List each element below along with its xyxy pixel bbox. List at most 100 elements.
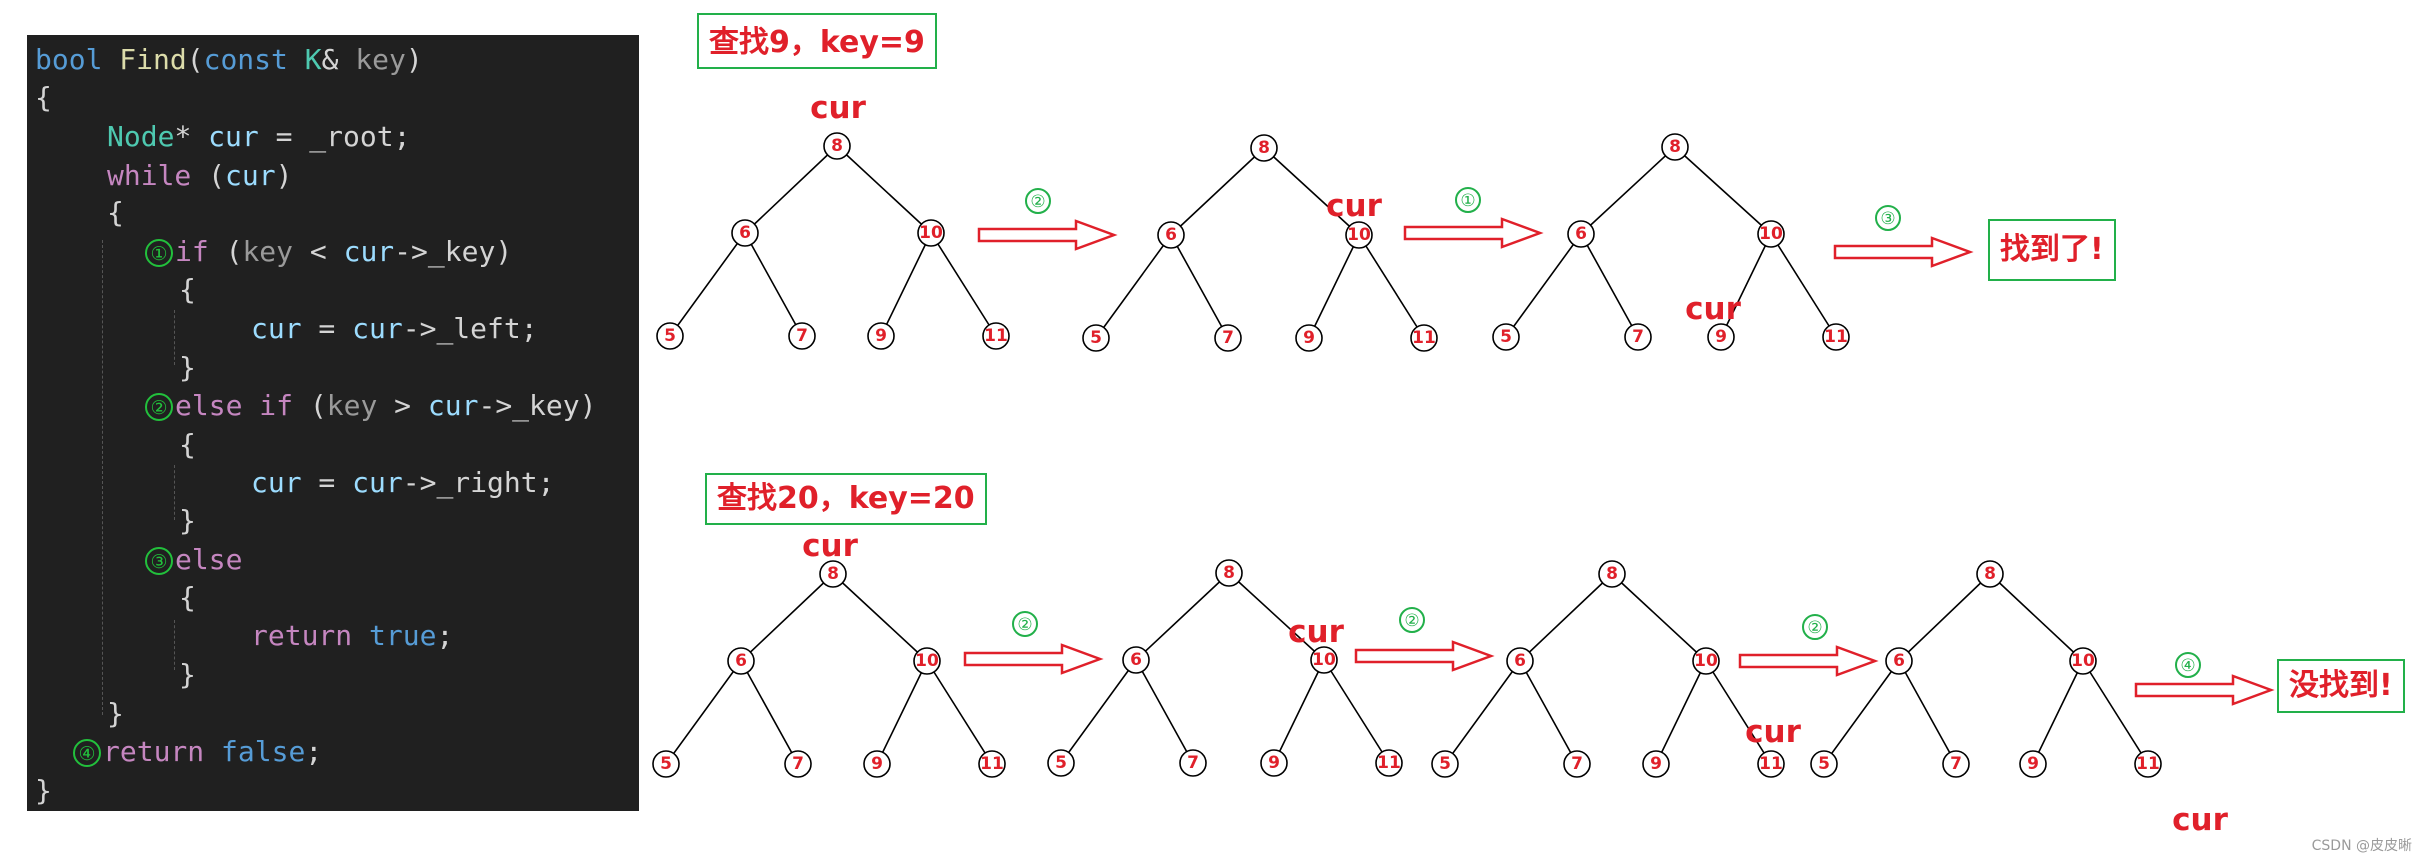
step-arrow (1354, 640, 1495, 672)
code-line: cur = cur->_right; (251, 466, 554, 500)
tree-node-label: 9 (871, 754, 883, 774)
code-token: ->_key) (394, 235, 513, 268)
code-token: { (35, 81, 52, 114)
tree-edge (1358, 234, 1425, 339)
tree-node (1431, 750, 1459, 778)
tree-node-label: 5 (1055, 753, 1067, 773)
tree-edge (665, 660, 742, 765)
step-circle (2175, 652, 2201, 678)
code-token: return (251, 619, 353, 652)
tree-edge (926, 660, 993, 765)
tree-node (1661, 133, 1689, 161)
tree-node-label: 11 (2136, 754, 2160, 774)
tree-edge (1170, 234, 1229, 339)
tree-edge (1519, 660, 1578, 765)
tree-node (867, 322, 895, 350)
tree-node-label: 11 (1412, 328, 1436, 348)
code-token: ->_key) (478, 389, 597, 422)
code-token: cur (343, 235, 395, 268)
code-token: false (221, 735, 306, 768)
tree-edge (836, 145, 932, 234)
tree-node (1250, 134, 1278, 162)
cur-label: cur (1745, 714, 1801, 750)
tree-node-label: 7 (1950, 754, 1962, 774)
tree-node-label: 8 (1984, 564, 1996, 584)
code-token: { (179, 581, 196, 614)
code-token: & (321, 43, 356, 76)
tree-node (1260, 749, 1288, 777)
code-token: K (304, 43, 322, 76)
code-token: * (174, 120, 209, 153)
tree-node (1692, 647, 1720, 675)
tree-edge (1263, 147, 1360, 236)
step-number: ② (1030, 192, 1045, 212)
tree-node-label: 6 (1130, 650, 1142, 670)
code-token: key (326, 389, 378, 422)
code-token: ) (405, 43, 423, 76)
tree-node (656, 322, 684, 350)
found-result-label: 找到了! (1988, 219, 2116, 281)
tree-edge (744, 145, 838, 234)
tree-node-label: 8 (1606, 564, 1618, 584)
step-marker: ④ (73, 739, 101, 767)
tree-edge (1580, 233, 1639, 338)
tree-node (1942, 750, 1970, 778)
tree-edge (1705, 660, 1772, 765)
tree-edge (1770, 233, 1837, 338)
tree-edge (2032, 660, 2084, 765)
cur-label: cur (1326, 188, 1382, 224)
tree-node-label: 5 (1439, 754, 1451, 774)
tree-node (1122, 646, 1150, 674)
step-number: ② (1404, 611, 1419, 631)
tree-edge (832, 573, 928, 662)
code-token: } (35, 774, 52, 807)
cur-label: cur (2172, 802, 2228, 838)
tree-node-label: 7 (796, 326, 808, 346)
tree-node-label: 7 (1571, 754, 1583, 774)
tree-node-label: 5 (1090, 328, 1102, 348)
tree-node-label: 10 (919, 223, 943, 243)
tree-node (1822, 323, 1850, 351)
tree-node-label: 6 (1514, 651, 1526, 671)
tree-node (1179, 749, 1207, 777)
tree-node-label: 6 (739, 223, 751, 243)
tree-node (1506, 647, 1534, 675)
tree-node-label: 9 (1303, 328, 1315, 348)
code-line: { (179, 428, 196, 462)
tree-edge (1611, 573, 1707, 662)
code-token: ->_left; (402, 312, 538, 345)
tree-edge (1135, 572, 1230, 661)
tree-node-label: 8 (1223, 563, 1235, 583)
code-line: Node* cur = _root; (107, 120, 410, 154)
step-circle (1875, 205, 1901, 231)
tree-node-label: 8 (831, 136, 843, 156)
tree-edge (1273, 659, 1325, 764)
tree-node (1492, 323, 1520, 351)
code-token: ( (186, 43, 204, 76)
code-token: cur (427, 389, 479, 422)
tree-edge (1505, 233, 1582, 338)
tree-node (652, 750, 680, 778)
cur-label: cur (1288, 614, 1344, 650)
tree-node (2069, 647, 2097, 675)
code-token: ( (208, 235, 243, 268)
step-number: ③ (1880, 209, 1895, 229)
code-token: { (179, 273, 196, 306)
tree-node-label: 5 (664, 326, 676, 346)
tree-edge (1655, 660, 1707, 765)
code-token: while (107, 159, 192, 192)
tree-node (1810, 750, 1838, 778)
step-circle (1012, 611, 1038, 637)
code-token: = (301, 466, 353, 499)
tree-edge (740, 660, 799, 765)
tree-node-label: 5 (1500, 327, 1512, 347)
code-panel: bool Find(const K& key){Node* cur = _roo… (27, 35, 639, 811)
tree-edge (1720, 233, 1772, 338)
tree-edge (930, 232, 997, 337)
code-token: { (179, 428, 196, 461)
tree-edge (880, 232, 932, 337)
code-token: cur (251, 466, 302, 499)
